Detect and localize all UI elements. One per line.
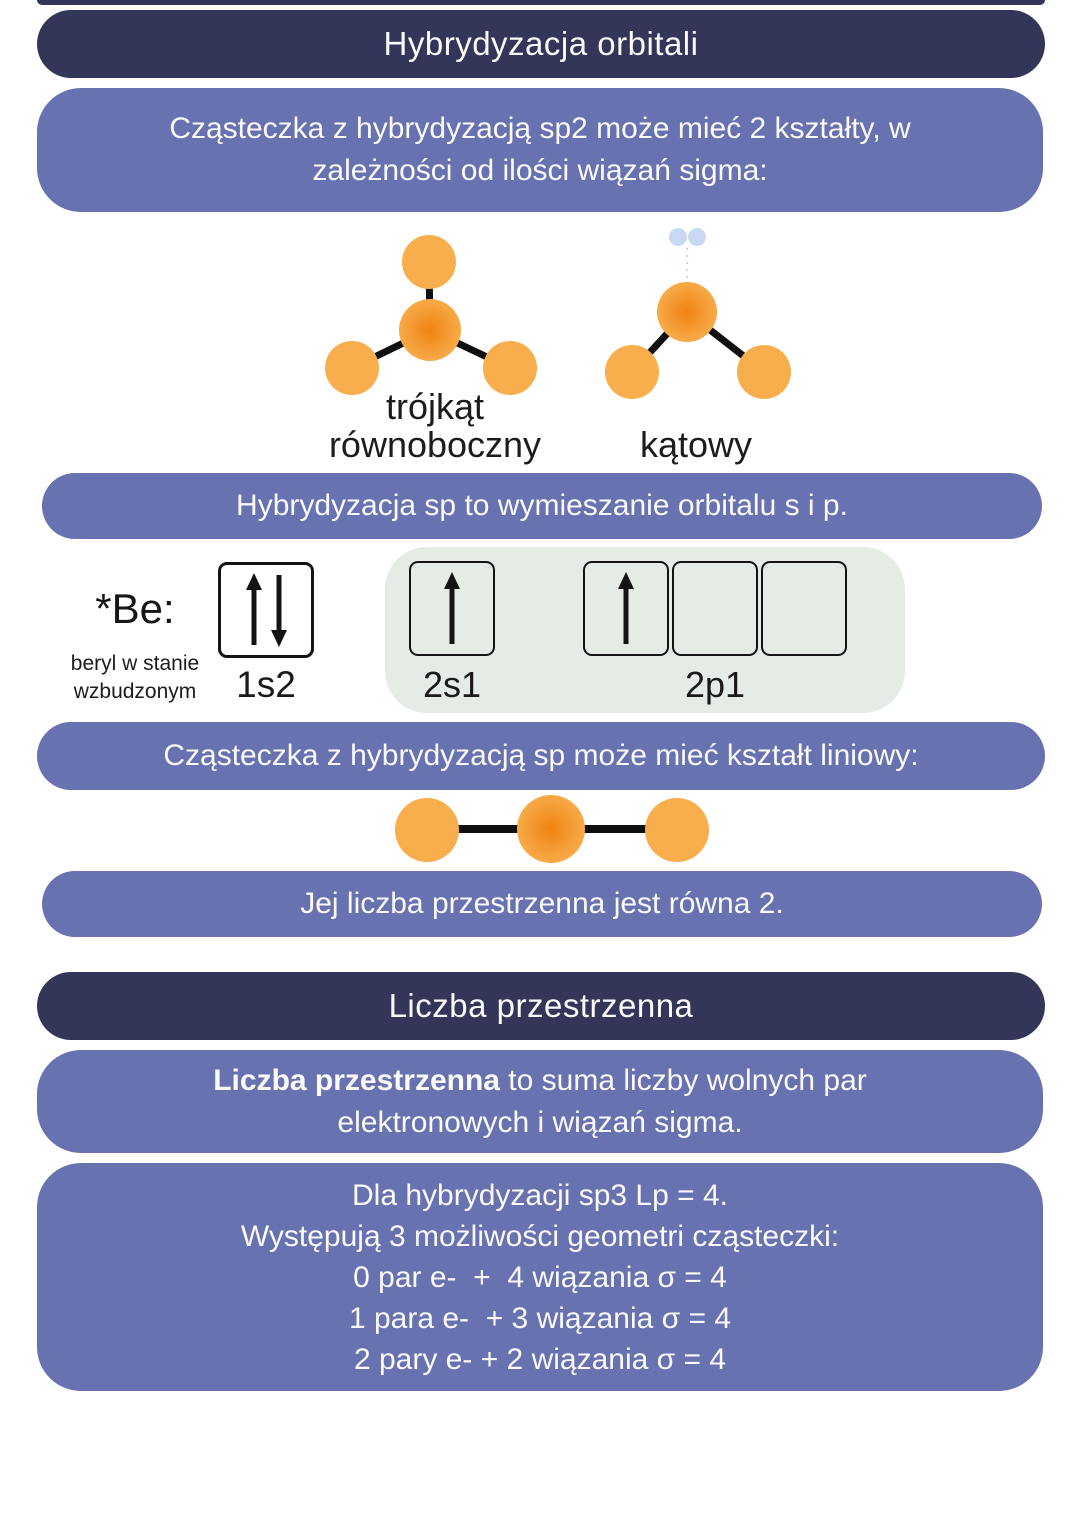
- detail-line: 0 par e- + 4 wiązania σ = 4: [353, 1260, 727, 1294]
- definition-line-1: Liczba przestrzenna to suma liczby wolny…: [213, 1060, 867, 1102]
- electron-up-arrow-icon: [618, 571, 634, 644]
- linear-note-bar: Cząsteczka z hybrydyzacją sp może mieć k…: [37, 722, 1045, 790]
- orbital-box-2s: [409, 561, 495, 656]
- bent-shape-label: kątowy: [639, 424, 753, 465]
- definition-rest: to suma liczby wolnych par: [499, 1063, 867, 1097]
- detail-line: Występują 3 możliwości geometri cząstecz…: [240, 1219, 840, 1253]
- orbital-box-1s: [218, 562, 314, 658]
- space-number-note-bar: Jej liczba przestrzenna jest równa 2.: [42, 871, 1042, 937]
- terminal-atom: [402, 235, 456, 289]
- detail-line: Dla hybrydyzacji sp3 Lp = 4.: [351, 1178, 729, 1212]
- trigonal-shape-label: trójkąt równoboczny: [328, 386, 542, 465]
- section-title-space-number-text: Liczba przestrzenna: [388, 987, 694, 1024]
- trigonal-molecule-diagram: [325, 235, 537, 395]
- sp2-note-text: Cząsteczka z hybrydyzacją sp2 może mieć …: [169, 112, 911, 187]
- sp-note-bar: Hybrydyzacja sp to wymieszanie orbitalu …: [42, 473, 1042, 539]
- terminal-atom: [325, 341, 379, 395]
- central-atom: [517, 795, 585, 863]
- electron-up-arrow-icon: [245, 573, 262, 645]
- orbital-label-2s: 2s1: [422, 664, 482, 705]
- orbital-label-2p: 2p1: [684, 664, 746, 705]
- central-atom: [657, 282, 717, 342]
- hybrid-orbitals-panel: [385, 547, 905, 713]
- orbital-box-2p-3: [761, 561, 847, 656]
- element-symbol: *Be:: [95, 585, 175, 632]
- orbital-label-1s: 1s2: [236, 664, 296, 705]
- section-title-hybridization-text: Hybrydyzacja orbitali: [383, 25, 699, 62]
- terminal-atom: [737, 345, 791, 399]
- electron-up-arrow-icon: [444, 571, 460, 644]
- terminal-atom: [605, 345, 659, 399]
- detail-line: 1 para e- + 3 wiązania σ = 4: [348, 1301, 732, 1335]
- lone-pair-dot: [669, 228, 687, 246]
- space-number-definition-card: Liczba przestrzenna to suma liczby wolny…: [37, 1050, 1043, 1153]
- sp3-details-card: Dla hybrydyzacji sp3 Lp = 4. Występują 3…: [37, 1163, 1043, 1391]
- linear-note-text: Cząsteczka z hybrydyzacją sp może mieć k…: [163, 739, 919, 772]
- definition-line-2: elektronowych i wiązań sigma.: [337, 1105, 743, 1139]
- linear-molecule-diagram: [395, 795, 709, 863]
- bent-molecule-diagram: [605, 228, 791, 399]
- definition-term: Liczba przestrzenna: [213, 1063, 500, 1097]
- terminal-atom: [395, 798, 459, 862]
- sp-note-text: Hybrydyzacja sp to wymieszanie orbitalu …: [236, 489, 848, 522]
- central-atom: [399, 299, 461, 361]
- space-number-note-text: Jej liczba przestrzenna jest równa 2.: [300, 887, 784, 920]
- electron-down-arrow-icon: [270, 575, 287, 647]
- lone-pair-dot: [688, 228, 706, 246]
- orbital-box-2p-2: [672, 561, 758, 656]
- element-caption: beryl w stanie wzbudzonym: [70, 652, 200, 703]
- sp2-note-card: Cząsteczka z hybrydyzacją sp2 może mieć …: [37, 88, 1043, 212]
- section-title-space-number: Liczba przestrzenna: [37, 972, 1045, 1040]
- orbital-box-2p-1: [583, 561, 669, 656]
- terminal-atom: [483, 341, 537, 395]
- terminal-atom: [645, 798, 709, 862]
- section-title-hybridization: Hybrydyzacja orbitali: [37, 10, 1045, 78]
- detail-line: 2 pary e- + 2 wiązania σ = 4: [353, 1342, 727, 1376]
- cropped-card-edge: [37, 0, 1045, 5]
